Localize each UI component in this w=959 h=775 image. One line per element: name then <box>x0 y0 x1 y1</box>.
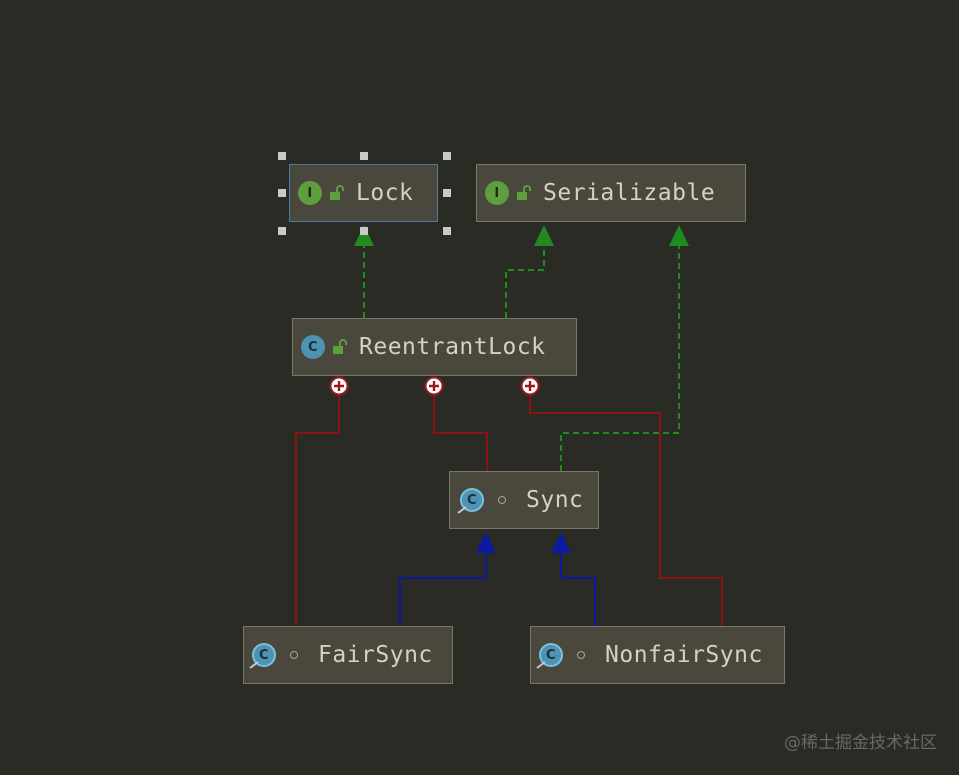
inner-class-icon: C <box>536 643 563 669</box>
badge-letter: C <box>545 647 557 663</box>
edge-sync-serializable <box>560 244 680 471</box>
package-private-icon <box>498 496 506 504</box>
edge-fairsync-sync <box>399 552 487 626</box>
edge-reentrantlock-serializable <box>505 244 545 318</box>
inner-marker-3 <box>520 376 540 396</box>
node-reentrantlock[interactable]: C ReentrantLock <box>292 318 577 376</box>
node-label: FairSync <box>318 642 433 668</box>
arrow-serializable-2 <box>669 225 689 246</box>
node-sync[interactable]: C Sync <box>449 471 599 529</box>
node-serializable[interactable]: I Serializable <box>476 164 746 222</box>
node-label: NonfairSync <box>605 642 763 668</box>
badge-letter: C <box>258 647 270 663</box>
node-label: Sync <box>526 487 584 513</box>
badge-letter: C <box>466 492 478 508</box>
class-icon: C <box>301 335 325 359</box>
unlocked-icon <box>333 339 347 354</box>
node-label: Serializable <box>543 180 716 206</box>
node-label: Lock <box>356 180 414 206</box>
node-fairsync[interactable]: C FairSync <box>243 626 453 684</box>
node-nonfairsync[interactable]: C NonfairSync <box>530 626 785 684</box>
selection-handle[interactable] <box>443 227 451 235</box>
watermark: @稀土掘金技术社区 <box>784 733 937 753</box>
selection-handle[interactable] <box>443 152 451 160</box>
selection-handle[interactable] <box>278 189 286 197</box>
unlocked-icon <box>330 185 344 200</box>
edge-inner-sync <box>433 394 488 471</box>
package-private-icon <box>577 651 585 659</box>
edge-inner-nonfairsync <box>529 394 723 626</box>
selection-handle[interactable] <box>278 152 286 160</box>
edge-nonfairsync-sync <box>560 552 596 626</box>
inner-class-markers <box>329 376 540 396</box>
abstract-inner-class-icon: C <box>457 488 484 514</box>
edge-inner-fairsync <box>295 394 340 626</box>
selection-handle[interactable] <box>360 227 368 235</box>
static-marker-icon <box>457 506 467 514</box>
inner-marker-2 <box>424 376 444 396</box>
arrow-sync-2 <box>551 532 571 553</box>
selection-handle[interactable] <box>278 227 286 235</box>
interface-icon: I <box>298 181 322 205</box>
arrow-lock <box>354 225 374 246</box>
node-lock[interactable]: I Lock <box>289 164 438 222</box>
selection-handle[interactable] <box>443 189 451 197</box>
interface-icon: I <box>485 181 509 205</box>
inner-marker-1 <box>329 376 349 396</box>
unlocked-icon <box>517 185 531 200</box>
package-private-icon <box>290 651 298 659</box>
static-marker-icon <box>249 661 259 669</box>
static-marker-icon <box>536 661 546 669</box>
arrow-sync-1 <box>476 532 496 553</box>
selection-handle[interactable] <box>360 152 368 160</box>
arrow-serializable-1 <box>534 225 554 246</box>
node-label: ReentrantLock <box>359 334 546 360</box>
inner-class-icon: C <box>249 643 276 669</box>
